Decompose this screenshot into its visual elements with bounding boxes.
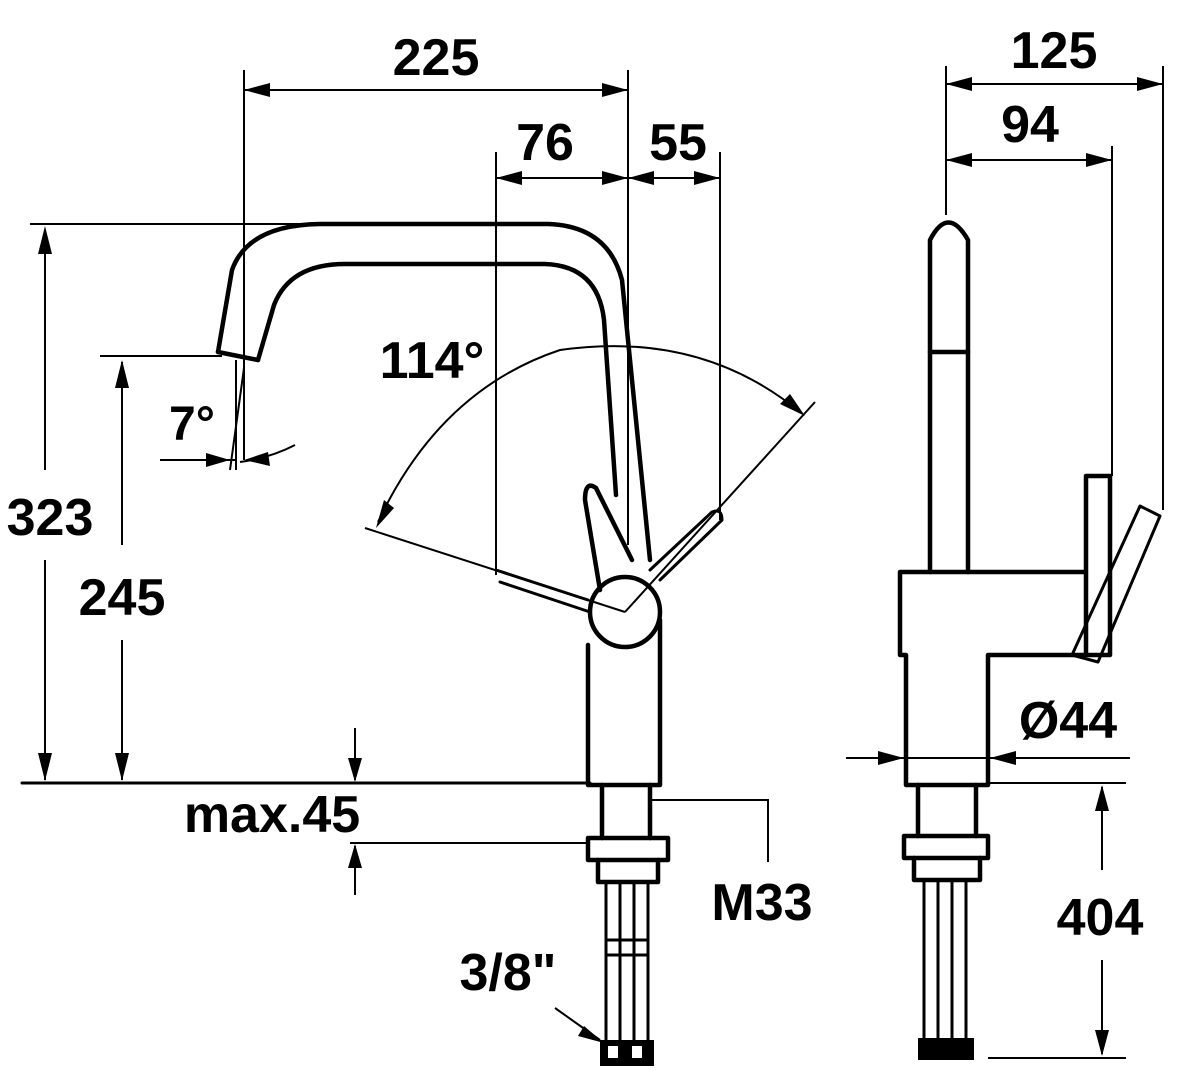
dim-spout-height: 245 bbox=[79, 569, 166, 627]
mounting-nut bbox=[585, 835, 671, 863]
dim-hose-connection: 3/8" bbox=[460, 944, 557, 1002]
dim-spout-reach: 225 bbox=[393, 29, 480, 87]
faucet-body bbox=[585, 617, 663, 788]
spout-inner bbox=[255, 261, 619, 498]
side-nut bbox=[901, 833, 991, 861]
dim-handle-left: 76 bbox=[516, 114, 574, 172]
side-dimensions: 125 94 Ø44 404 bbox=[846, 22, 1164, 1059]
hose-band bbox=[604, 938, 650, 957]
dim-thread: M33 bbox=[711, 874, 812, 932]
side-body bbox=[897, 569, 1087, 788]
dim-side-depth: 125 bbox=[1011, 22, 1098, 80]
dim-spout-angle: 7° bbox=[169, 398, 215, 451]
side-spout bbox=[927, 220, 971, 575]
shank bbox=[599, 782, 653, 841]
side-lever-ghost bbox=[1070, 504, 1162, 664]
dim-total-height: 323 bbox=[7, 489, 94, 547]
side-hoses bbox=[922, 878, 968, 1040]
side-view bbox=[897, 220, 1162, 1060]
dim-side-lever: 94 bbox=[1001, 96, 1059, 154]
dim-hose-length: 404 bbox=[1057, 889, 1144, 947]
nut-lower bbox=[595, 857, 661, 885]
lever-handle bbox=[582, 483, 635, 593]
dim-lever-angle: 114° bbox=[380, 332, 485, 390]
side-lever bbox=[1083, 473, 1113, 658]
dim-handle-right: 55 bbox=[649, 114, 707, 172]
spout-tip bbox=[215, 349, 261, 363]
dim-base-diameter: Ø44 bbox=[1019, 692, 1117, 750]
front-view bbox=[20, 221, 724, 1066]
front-dimensions: 225 76 55 323 245 7° bbox=[7, 29, 816, 1043]
dim-max-deck: max.45 bbox=[184, 786, 360, 844]
lever-ghost-left bbox=[494, 568, 592, 614]
supply-hoses bbox=[604, 880, 650, 1042]
side-hose-fitting bbox=[918, 1038, 974, 1060]
